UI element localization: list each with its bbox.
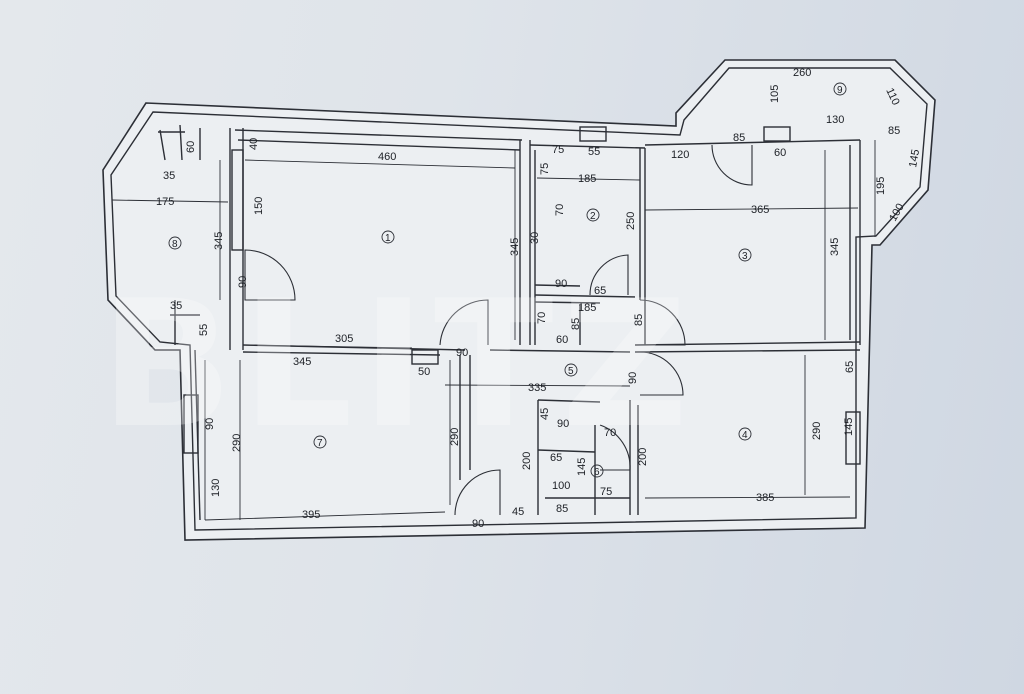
dim-label: 60	[556, 334, 568, 346]
room-number-9: 9	[837, 85, 843, 96]
dim-label: 70	[604, 427, 616, 439]
dim-label: 105	[769, 85, 781, 103]
dim-label: 100	[552, 480, 570, 492]
dim-label: 260	[793, 67, 811, 79]
room-labels: 1 2 3 4 5 6 7 8 9	[168, 82, 847, 478]
dim-label: 365	[751, 204, 769, 216]
dimension-labels: 460 175 35 35 305 345 50 90 75 55 185 90…	[156, 67, 900, 530]
dim-label: 335	[528, 382, 546, 394]
interior-walls	[158, 124, 861, 521]
dim-label: 345	[829, 238, 841, 256]
dim-label: 290	[449, 428, 461, 446]
dim-label: 40	[248, 138, 260, 150]
dim-label: 70	[554, 204, 566, 216]
dim-label: 185	[578, 173, 596, 185]
dim-label: 85	[733, 132, 745, 144]
dim-label: 70	[536, 312, 548, 324]
dim-label: 90	[456, 347, 468, 359]
dim-label: 65	[844, 361, 856, 373]
dim-label: 90	[627, 372, 639, 384]
dim-label: 90	[472, 518, 484, 530]
dim-label: 385	[756, 492, 774, 504]
room-number-5: 5	[568, 366, 574, 377]
dim-label: 45	[539, 408, 551, 420]
dim-label: 75	[552, 144, 564, 156]
dim-label: 175	[156, 196, 174, 208]
dim-label: 145	[907, 148, 922, 168]
dim-label: 145	[576, 458, 588, 476]
dim-label: 460	[378, 151, 396, 163]
dim-label: 345	[213, 232, 225, 250]
dim-label: 60	[185, 141, 197, 153]
inner-outline	[110, 67, 928, 531]
dim-label: 30	[529, 232, 541, 244]
dim-label: 45	[512, 506, 524, 518]
room-number-2: 2	[590, 211, 596, 222]
dim-label: 85	[570, 318, 582, 330]
dimension-lines	[111, 140, 876, 521]
dim-label: 65	[594, 285, 606, 297]
room-number-4: 4	[742, 430, 748, 441]
dim-label: 150	[253, 197, 265, 215]
dim-label: 35	[163, 170, 175, 182]
dim-label: 90	[204, 418, 216, 430]
outer-wall	[102, 59, 936, 541]
dim-label: 185	[578, 302, 596, 314]
dim-label: 85	[888, 125, 900, 137]
vertical-dimension-labels: 40 60 150 345 90 55 345 75 70 30 250 70 …	[185, 85, 922, 497]
dim-label: 75	[600, 486, 612, 498]
room-number-1: 1	[385, 233, 391, 244]
dim-label: 50	[418, 366, 430, 378]
room-number-8: 8	[172, 239, 178, 250]
dim-label: 250	[625, 212, 637, 230]
dim-label: 145	[843, 418, 855, 436]
dim-label: 90	[557, 418, 569, 430]
dim-label: 290	[811, 422, 823, 440]
dim-label: 345	[293, 356, 311, 368]
dim-label: 130	[210, 479, 222, 497]
doors	[244, 144, 753, 516]
dim-label: 55	[588, 146, 600, 158]
dim-label: 120	[671, 149, 689, 161]
dim-label: 90	[555, 278, 567, 290]
dim-label: 130	[826, 114, 844, 126]
dim-label: 85	[633, 314, 645, 326]
dim-label: 290	[231, 434, 243, 452]
room-number-3: 3	[742, 251, 748, 262]
dim-label: 305	[335, 333, 353, 345]
dim-label: 75	[539, 163, 551, 175]
dim-label: 60	[774, 147, 786, 159]
dim-label: 85	[556, 503, 568, 515]
dim-label: 55	[198, 324, 210, 336]
room-number-7: 7	[317, 438, 323, 449]
dim-label: 35	[170, 300, 182, 312]
dim-label: 200	[521, 452, 533, 470]
dim-label: 345	[509, 238, 521, 256]
dim-label: 195	[875, 177, 887, 195]
dim-label: 65	[550, 452, 562, 464]
dim-label: 395	[302, 509, 320, 521]
dim-label: 90	[237, 276, 249, 288]
dim-label: 200	[637, 448, 649, 466]
watermark: BLITZ	[100, 264, 696, 467]
room-number-6: 6	[594, 467, 600, 478]
